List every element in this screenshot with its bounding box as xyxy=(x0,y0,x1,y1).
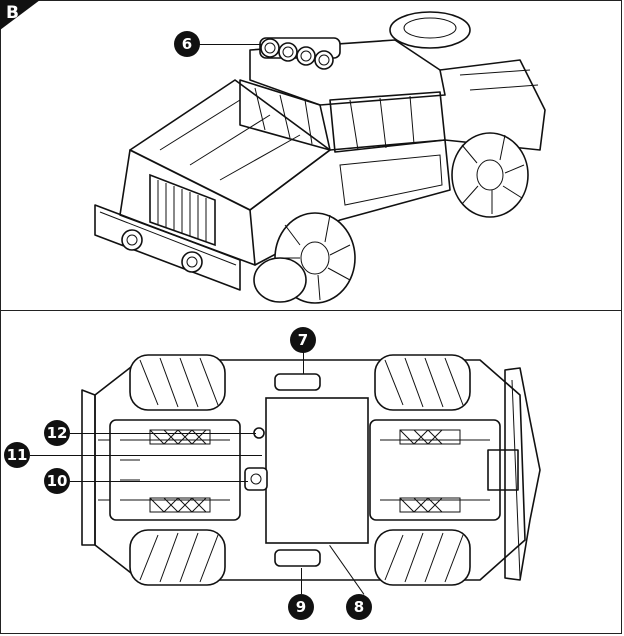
power-switch xyxy=(244,467,268,491)
leader-9 xyxy=(301,568,303,594)
panel-divider xyxy=(0,310,622,311)
leader-6 xyxy=(198,44,262,45)
callout-10: 10 xyxy=(44,468,70,494)
callout-6: 6 xyxy=(174,31,200,57)
wheel-rear-right xyxy=(374,529,471,586)
rear-wheel xyxy=(451,132,529,218)
panel-letter: B xyxy=(6,3,19,23)
leader-11 xyxy=(30,455,262,456)
leader-12 xyxy=(70,433,256,434)
wheel-front-left xyxy=(129,354,226,411)
callout-7: 7 xyxy=(290,327,316,353)
light-bar xyxy=(259,37,341,70)
left-rear-wheel xyxy=(253,257,307,303)
callout-12: 12 xyxy=(44,420,70,446)
wheel-front-right xyxy=(129,529,226,586)
callout-9: 9 xyxy=(288,594,314,620)
front-grille xyxy=(149,173,216,247)
panel-corner-tag xyxy=(0,0,40,30)
leader-7 xyxy=(303,348,305,374)
leader-10 xyxy=(70,481,248,482)
battery-compartment xyxy=(265,397,369,544)
upper-slot xyxy=(274,373,321,391)
callout-11: 11 xyxy=(4,442,30,468)
lower-slot xyxy=(274,549,321,567)
wheel-rear-left xyxy=(374,354,471,411)
callout-8: 8 xyxy=(346,594,372,620)
